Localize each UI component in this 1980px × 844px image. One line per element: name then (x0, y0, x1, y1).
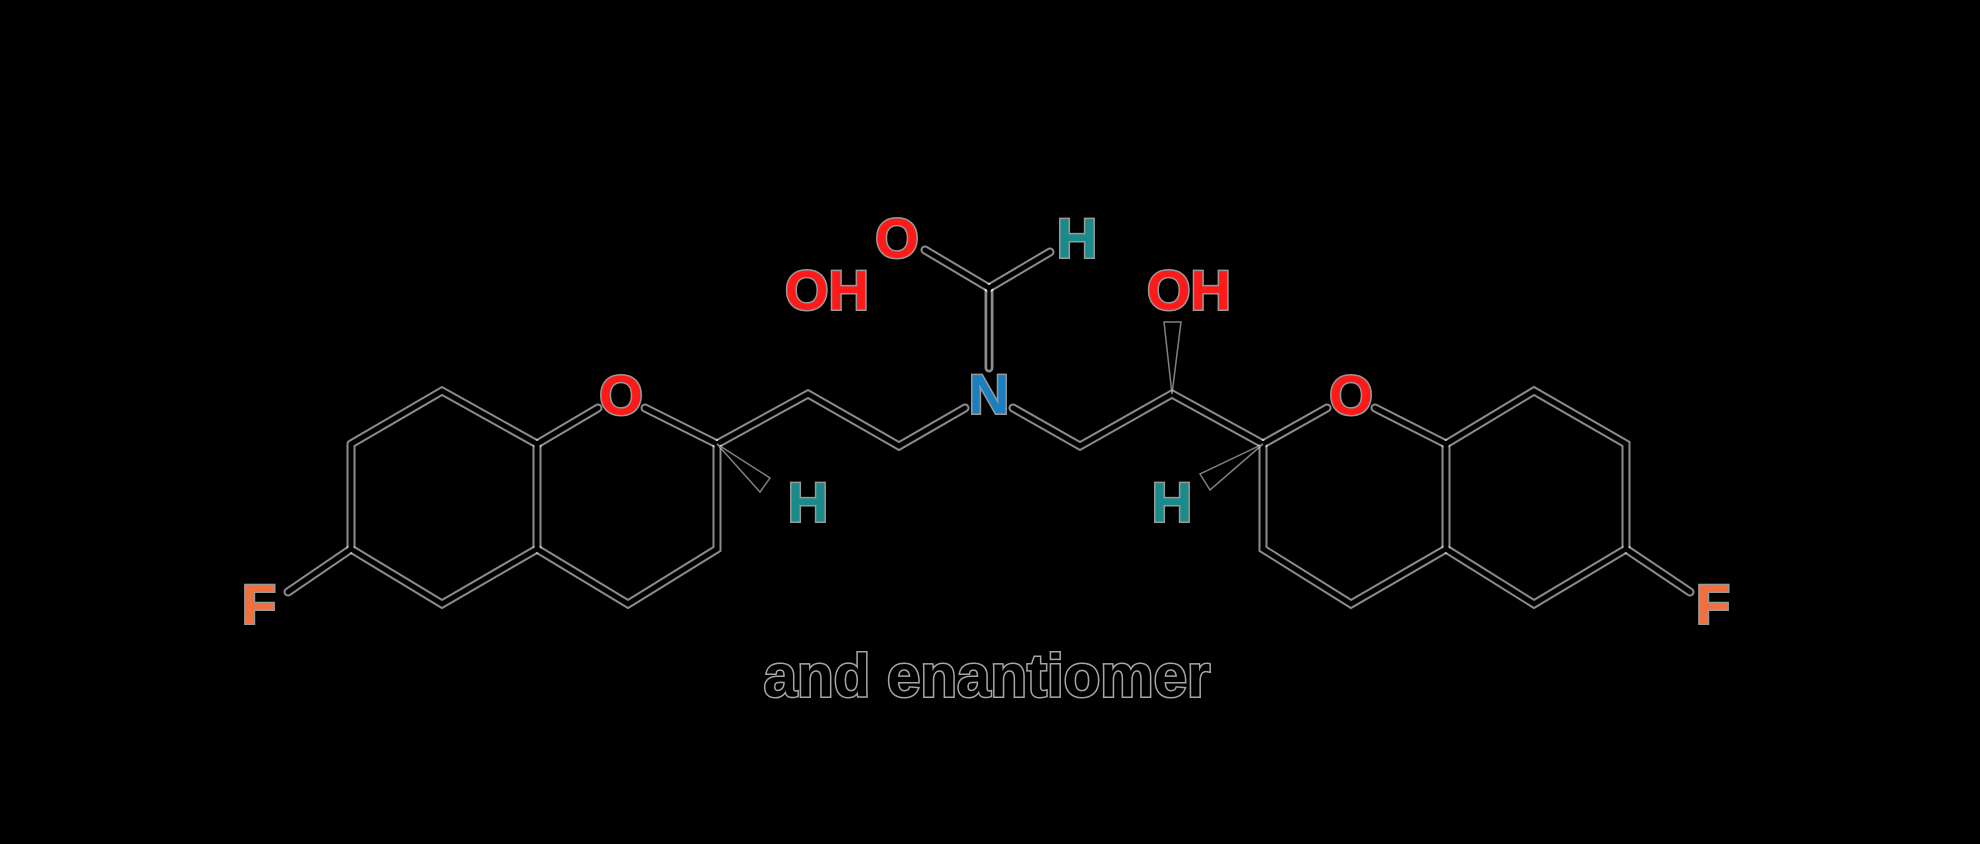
wedge-bond (1163, 321, 1182, 395)
hashed-wedge-bond (798, 322, 818, 386)
wedge-bond (1198, 443, 1264, 492)
aromatic-double-bond (1461, 408, 1532, 452)
hydrogen-formyl: H (1057, 207, 1097, 270)
hydroxyl-left: OH (785, 259, 869, 322)
bonds (285, 247, 1693, 607)
atom-labels: F O OH H N O H OH H O F (240, 205, 1731, 637)
oxygen-formyl: O (875, 207, 919, 270)
fluorine-atom-left: F (242, 573, 276, 636)
aromatic-double-bond (445, 406, 522, 452)
caption: and enantiomer (764, 643, 1211, 710)
hydroxyl-right: OH (1147, 259, 1231, 322)
oxygen-ring-right: O (1329, 364, 1373, 427)
oxygen-ring-left: O (599, 364, 643, 427)
aromatic-double-bond (445, 543, 522, 589)
aromatic-double-bond (1461, 543, 1532, 587)
hydrogen-left: H (788, 471, 828, 534)
fluorine-atom-right: F (1696, 573, 1730, 636)
wedge-bond (716, 443, 772, 494)
nitrogen-atom: N (969, 363, 1009, 426)
hydrogen-right: H (1152, 471, 1192, 534)
